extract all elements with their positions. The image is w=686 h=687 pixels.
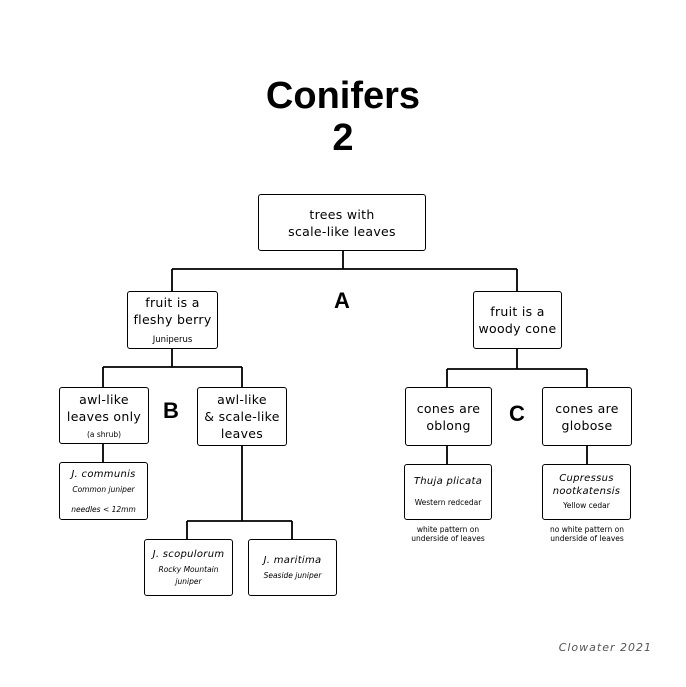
node-fleshy-berry-line2: fleshy berry xyxy=(133,312,212,327)
node-fleshy-berry-genus: Juniperus xyxy=(152,335,193,345)
species-j-communis-detail: needles < 12mm xyxy=(71,504,136,514)
node-scale-like-leaves: trees with scale-like leaves xyxy=(258,194,426,251)
species-j-communis: J. communis Common juniper needles < 12m… xyxy=(59,462,148,520)
node-awl-leaves-only-line1: awl-like xyxy=(79,392,129,407)
title-line1: Conifers xyxy=(265,75,421,117)
label-a: A xyxy=(334,288,350,313)
node-awl-leaves-only-line2: leaves only xyxy=(66,409,142,424)
label-b: B xyxy=(163,398,179,423)
species-j-scopulorum-name: J. scopulorum xyxy=(152,549,225,560)
species-j-communis-name: J. communis xyxy=(71,468,136,480)
node-scale-like-leaves-line1: trees with xyxy=(309,206,375,222)
node-cones-globose-line1: cones are xyxy=(555,400,619,416)
species-cupressus-nootkatensis: Cupressus nootkatensis Yellow cedar xyxy=(542,464,631,520)
species-j-maritima: J. maritima Seaside juniper xyxy=(248,539,337,596)
node-fleshy-berry: fruit is a fleshy berry Juniperus xyxy=(127,291,218,349)
label-c: C xyxy=(509,401,525,426)
node-awl-scale-leaves: awl-like & scale-like leaves xyxy=(197,387,287,446)
node-woody-cone: fruit is a woody cone xyxy=(473,291,562,349)
node-awl-scale-leaves-line2: & scale-like xyxy=(204,409,280,424)
species-j-scopulorum-common-line2: juniper xyxy=(175,577,202,586)
node-cones-oblong: cones are oblong xyxy=(405,387,492,446)
species-j-scopulorum-common-line1: Rocky Mountain xyxy=(158,565,219,574)
node-scale-like-leaves-line2: scale-like leaves xyxy=(288,223,396,239)
species-thuja-plicata-name: Thuja plicata xyxy=(413,476,483,487)
node-awl-leaves-only: awl-like leaves only (a shrub) xyxy=(59,387,149,444)
species-j-scopulorum: J. scopulorum Rocky Mountain juniper xyxy=(144,539,233,596)
node-cones-globose: cones are globose xyxy=(542,387,632,446)
cupressus-note-line1: no white pattern on xyxy=(550,525,624,534)
credit: Clowater 2021 xyxy=(558,641,652,654)
title-line2: 2 xyxy=(332,117,354,159)
node-woody-cone-line1: fruit is a xyxy=(490,304,545,319)
thuja-plicata-note-line1: white pattern on xyxy=(416,525,480,534)
node-awl-leaves-only-note: (a shrub) xyxy=(86,430,122,439)
species-cupressus-name-line1: Cupressus xyxy=(559,473,614,484)
species-j-maritima-name: J. maritima xyxy=(263,555,322,566)
species-j-communis-common: Common juniper xyxy=(72,484,135,494)
node-woody-cone-line2: woody cone xyxy=(478,321,557,336)
species-j-maritima-common: Seaside juniper xyxy=(263,571,322,580)
node-awl-scale-leaves-line1: awl-like xyxy=(217,392,267,407)
node-cones-oblong-line2: oblong xyxy=(426,417,471,433)
node-awl-scale-leaves-line3: leaves xyxy=(220,426,264,441)
node-fleshy-berry-line1: fruit is a xyxy=(145,295,200,310)
species-cupressus-common: Yellow cedar xyxy=(563,501,610,510)
species-thuja-plicata-common: Western redcedar xyxy=(414,498,482,507)
thuja-plicata-note-line2: underside of leaves xyxy=(411,534,485,543)
species-cupressus-name-line2: nootkatensis xyxy=(552,486,621,497)
species-thuja-plicata: Thuja plicata Western redcedar xyxy=(404,464,492,520)
node-cones-oblong-line1: cones are xyxy=(416,400,481,416)
node-cones-globose-line2: globose xyxy=(561,417,613,433)
cupressus-note-line2: underside of leaves xyxy=(550,534,624,543)
